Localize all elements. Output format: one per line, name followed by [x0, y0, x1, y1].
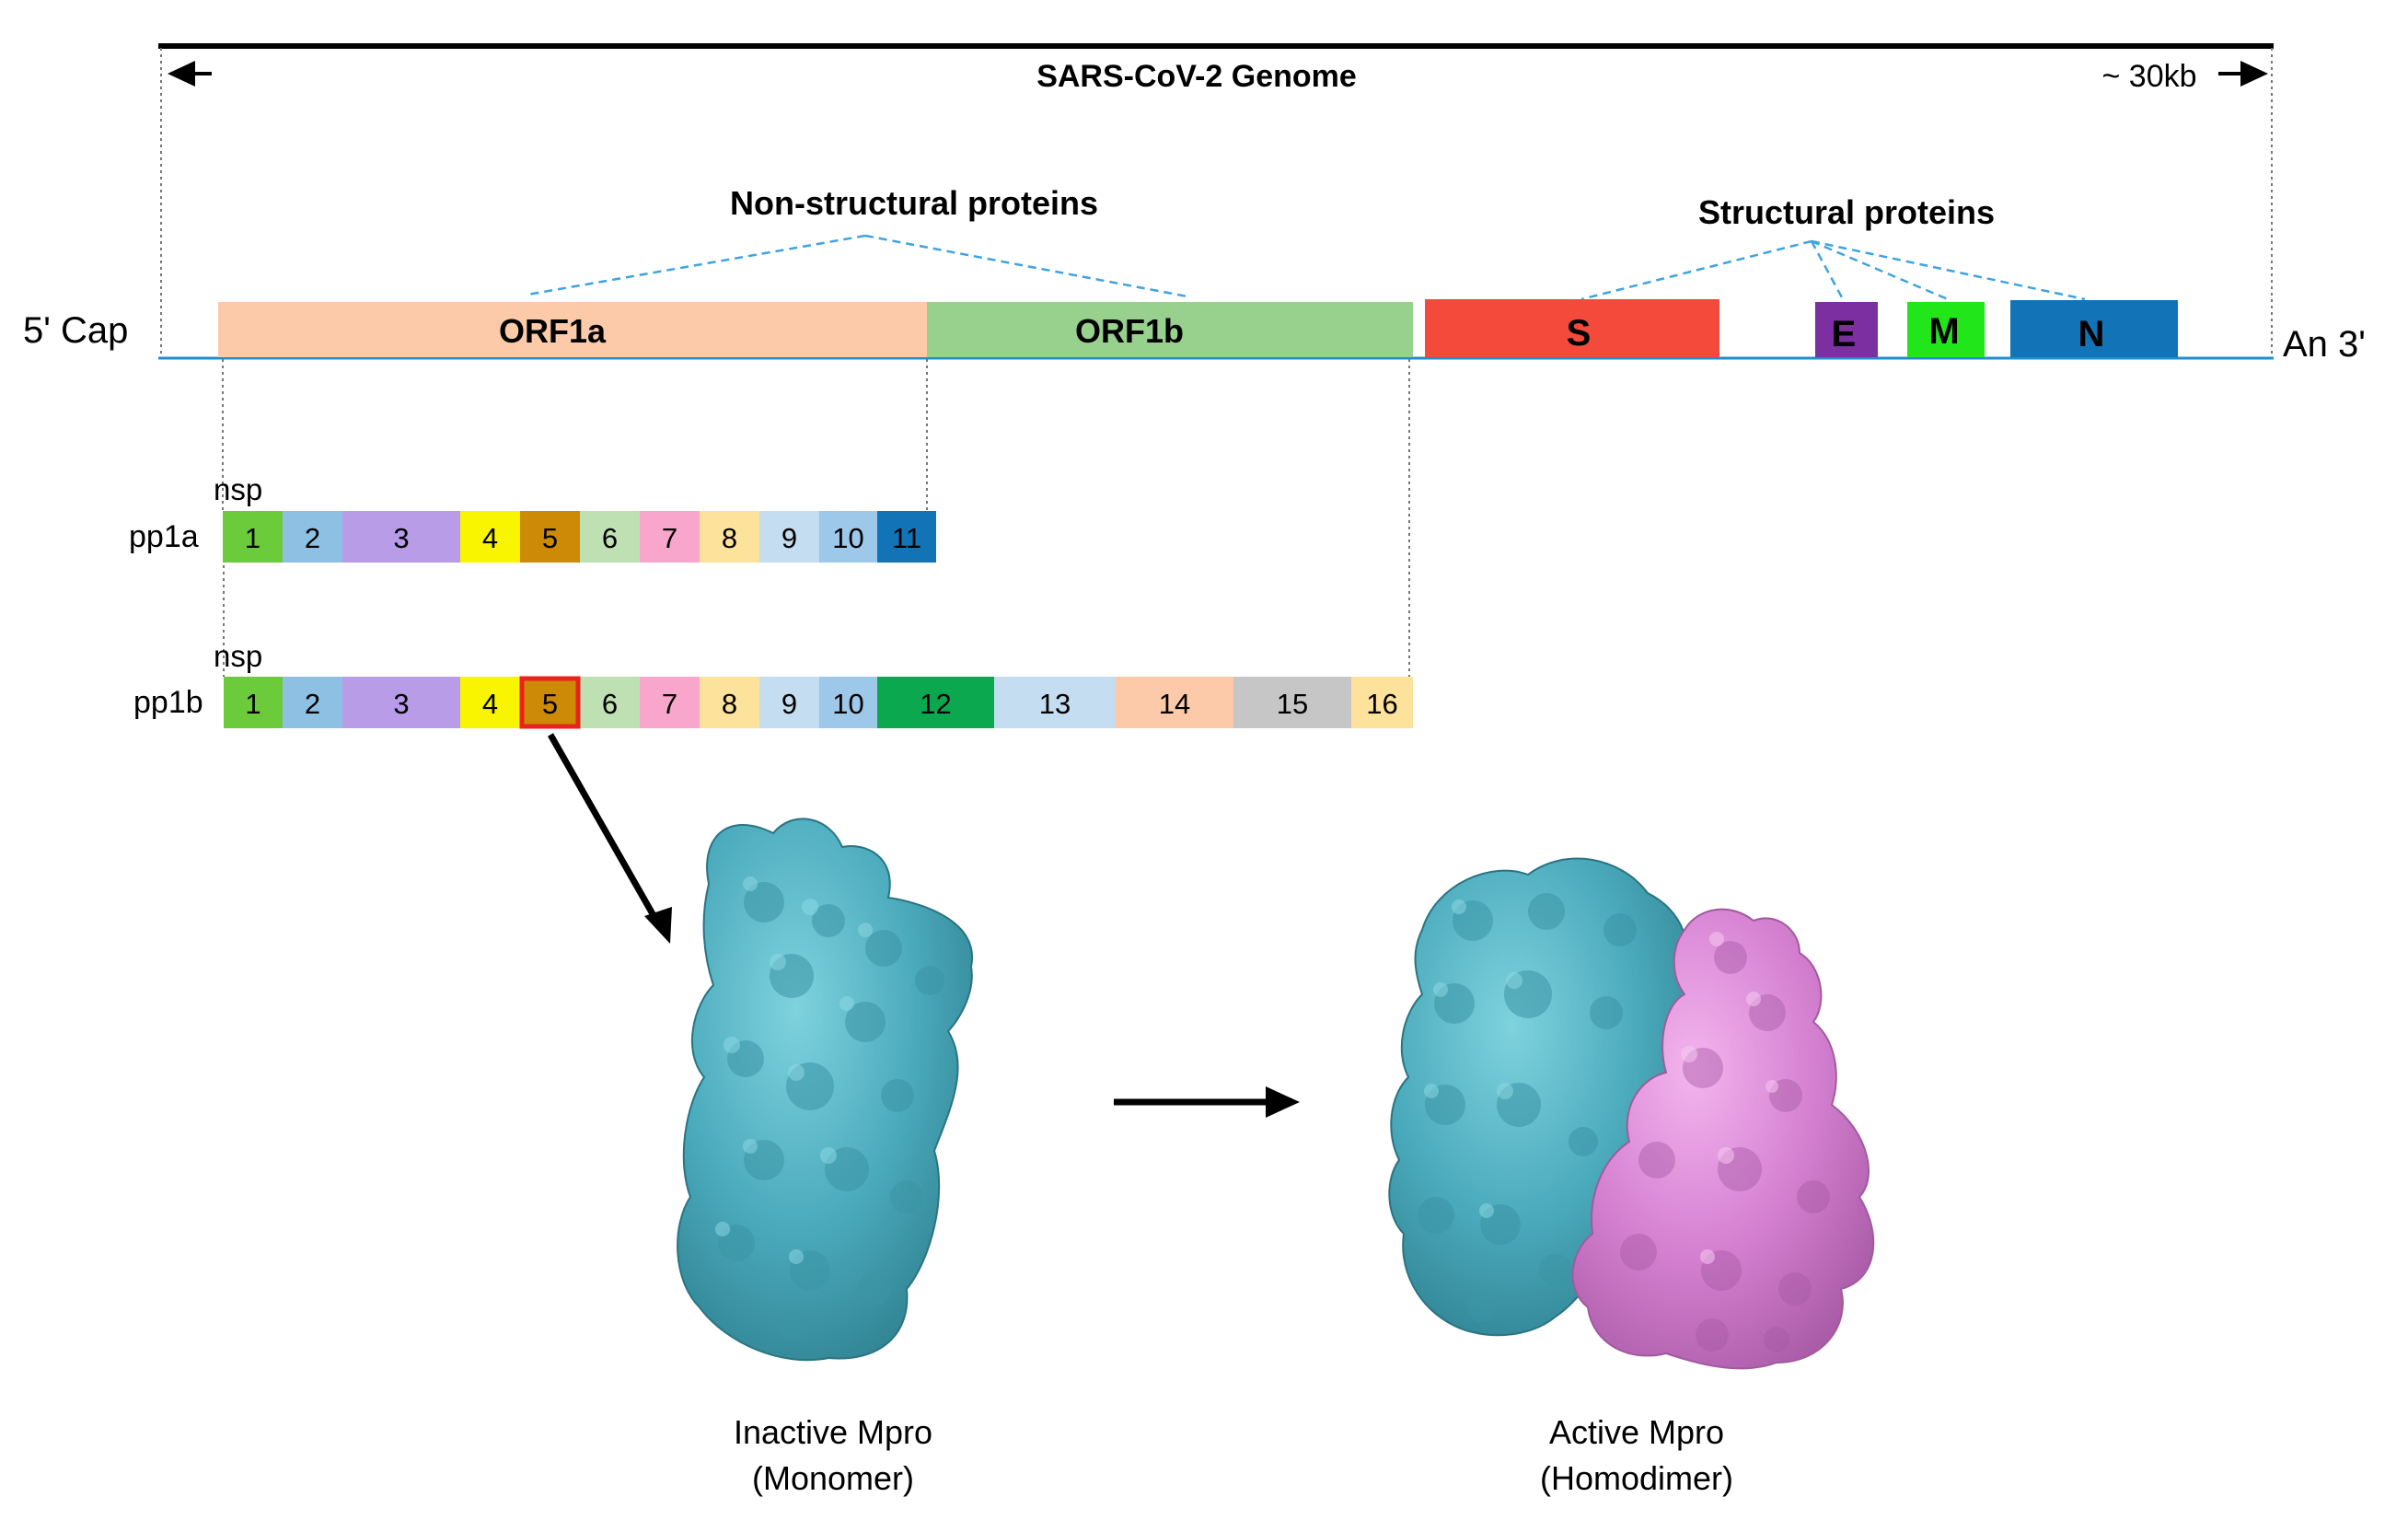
- pp1a-nsp-2-label: 2: [305, 522, 320, 554]
- pp1a-label: pp1a: [129, 519, 199, 554]
- pp1a-nsp-label: nsp: [214, 472, 262, 506]
- pp1a-nsp-7-segment: [640, 511, 700, 563]
- orf1a-box: [218, 302, 927, 357]
- inactive-caption-line1: Inactive Mpro: [734, 1413, 932, 1451]
- pp1b-nsp-15-label: 15: [1277, 688, 1308, 720]
- pp1b-nsp-10-segment: [819, 677, 877, 728]
- s-label: S: [1567, 313, 1592, 354]
- pp1b-nsp-10-label: 10: [832, 688, 863, 720]
- pp1b-nsp-7-label: 7: [662, 688, 677, 720]
- structural-label: Structural proteins: [1698, 193, 1995, 231]
- genome-title: SARS-CoV-2 Genome: [1036, 59, 1357, 94]
- pp1a-nsp-6-segment: [580, 511, 640, 563]
- pp1b-nsp-6-segment: [580, 677, 640, 728]
- pp1b-nsp-9-label: 9: [781, 688, 797, 720]
- pp1a-nsp-5-segment: [520, 511, 580, 563]
- pp1b-nsp-label: nsp: [214, 639, 262, 673]
- active-caption-line2: (Homodimer): [1540, 1459, 1733, 1497]
- pp1b-nsp-8-segment: [700, 677, 759, 728]
- pp1a-nsp-7-label: 7: [662, 522, 677, 554]
- activation-arrowhead-icon: [1266, 1086, 1300, 1118]
- pp1a-nsp-4-label: 4: [482, 522, 498, 554]
- pp1b-nsp-3-label: 3: [393, 688, 409, 720]
- pp1b-nsp-14-label: 14: [1159, 688, 1190, 720]
- pp1a-nsp-3-label: 3: [393, 522, 409, 554]
- pp1b-nsp-16-label: 16: [1366, 688, 1397, 720]
- pp1a-nsp-10-segment: [819, 511, 877, 563]
- orf-guides: [222, 359, 1410, 677]
- pp1b-nsp-4-segment: [460, 677, 520, 728]
- left-arrow-icon: [168, 61, 195, 87]
- pp1b-nsp-1-segment: [224, 677, 283, 728]
- pp1b-nsp-8-label: 8: [722, 688, 737, 720]
- active-caption-line1: Active Mpro: [1549, 1413, 1724, 1451]
- n-label: N: [2078, 314, 2105, 354]
- nonstructural-label: Non-structural proteins: [730, 184, 1098, 222]
- nsp5-to-monomer-arrow: [547, 733, 663, 927]
- orf1a-label: ORF1a: [499, 312, 607, 350]
- pp1b-nsp-13-label: 13: [1039, 688, 1071, 720]
- n-box: [2010, 300, 2178, 357]
- pp1a-nsp-4-segment: [460, 511, 520, 563]
- three-prime-tail: An 3': [2283, 324, 2366, 365]
- pp1b-nsp-13-segment: [994, 677, 1116, 728]
- pp1b-nsp-9-segment: [759, 677, 819, 728]
- pp1a-nsp-3-segment: [342, 511, 460, 563]
- pp1a-nsp-5-label: 5: [542, 522, 558, 554]
- pp1a-nsp-8-segment: [700, 511, 759, 563]
- pp1b-nsp-14-segment: [1116, 677, 1233, 728]
- pp1b-nsp-4-label: 4: [482, 688, 498, 720]
- pp1a-nsp-10-label: 10: [832, 522, 863, 554]
- pp1b-nsp-12-label: 12: [920, 688, 951, 720]
- pp1a-nsp-11-label: 11: [892, 522, 921, 554]
- pp1b-nsp-2-label: 2: [305, 688, 320, 720]
- inactive-caption-line2: (Monomer): [752, 1459, 914, 1497]
- nonstructural-connector: [527, 234, 1188, 298]
- pp1a-nsp-1-segment: [223, 511, 283, 563]
- pp1a-nsp-8-label: 8: [722, 522, 737, 554]
- structural-connector: [1580, 239, 2086, 301]
- pp1b-nsp-5-segment: [520, 677, 580, 728]
- pp1a-nsp-2-segment: [283, 511, 342, 563]
- right-arrow-icon: [2240, 61, 2268, 87]
- pp1b-nsp-15-segment: [1233, 677, 1351, 728]
- pp1a-nsp-11-segment: [877, 511, 936, 563]
- nsp5-highlight-outline: [519, 676, 581, 729]
- pp1a-nsp-1-label: 1: [245, 522, 260, 554]
- pp1b-nsp-2-segment: [283, 677, 342, 728]
- active-mpro-structure: [1388, 857, 1875, 1370]
- m-label: M: [1928, 311, 1959, 352]
- pp1b-nsp-16-segment: [1351, 677, 1413, 728]
- pp1b-nsp-6-label: 6: [602, 688, 618, 720]
- pp1b-nsp-12-segment: [877, 677, 994, 728]
- m-box: [1907, 302, 1985, 357]
- orf1b-label: ORF1b: [1075, 312, 1184, 350]
- pp1b-nsp-7-segment: [640, 677, 700, 728]
- pp1b-nsp-5-label: 5: [542, 688, 558, 720]
- pp1a-nsp-9-label: 9: [781, 522, 797, 554]
- pp1a-nsp-9-segment: [759, 511, 819, 563]
- pp1b-label: pp1b: [133, 685, 203, 720]
- pp1b-nsp-1-label: 1: [245, 688, 260, 720]
- pp1b-nsp-3-segment: [342, 677, 460, 728]
- s-box: [1425, 299, 1719, 357]
- pp1a-segments: 1 2 3 4 5 6 7 8 9 10 11: [223, 511, 936, 563]
- five-prime-cap: 5' Cap: [23, 310, 128, 351]
- inactive-mpro-structure: [677, 818, 974, 1362]
- e-label: E: [1832, 314, 1857, 354]
- orf1b-box: [927, 302, 1413, 357]
- genome-length-label: ~ 30kb: [2101, 59, 2196, 94]
- pp1a-nsp-6-label: 6: [602, 522, 618, 554]
- e-box: [1815, 302, 1878, 357]
- nsp5-arrowhead-icon: [644, 907, 672, 944]
